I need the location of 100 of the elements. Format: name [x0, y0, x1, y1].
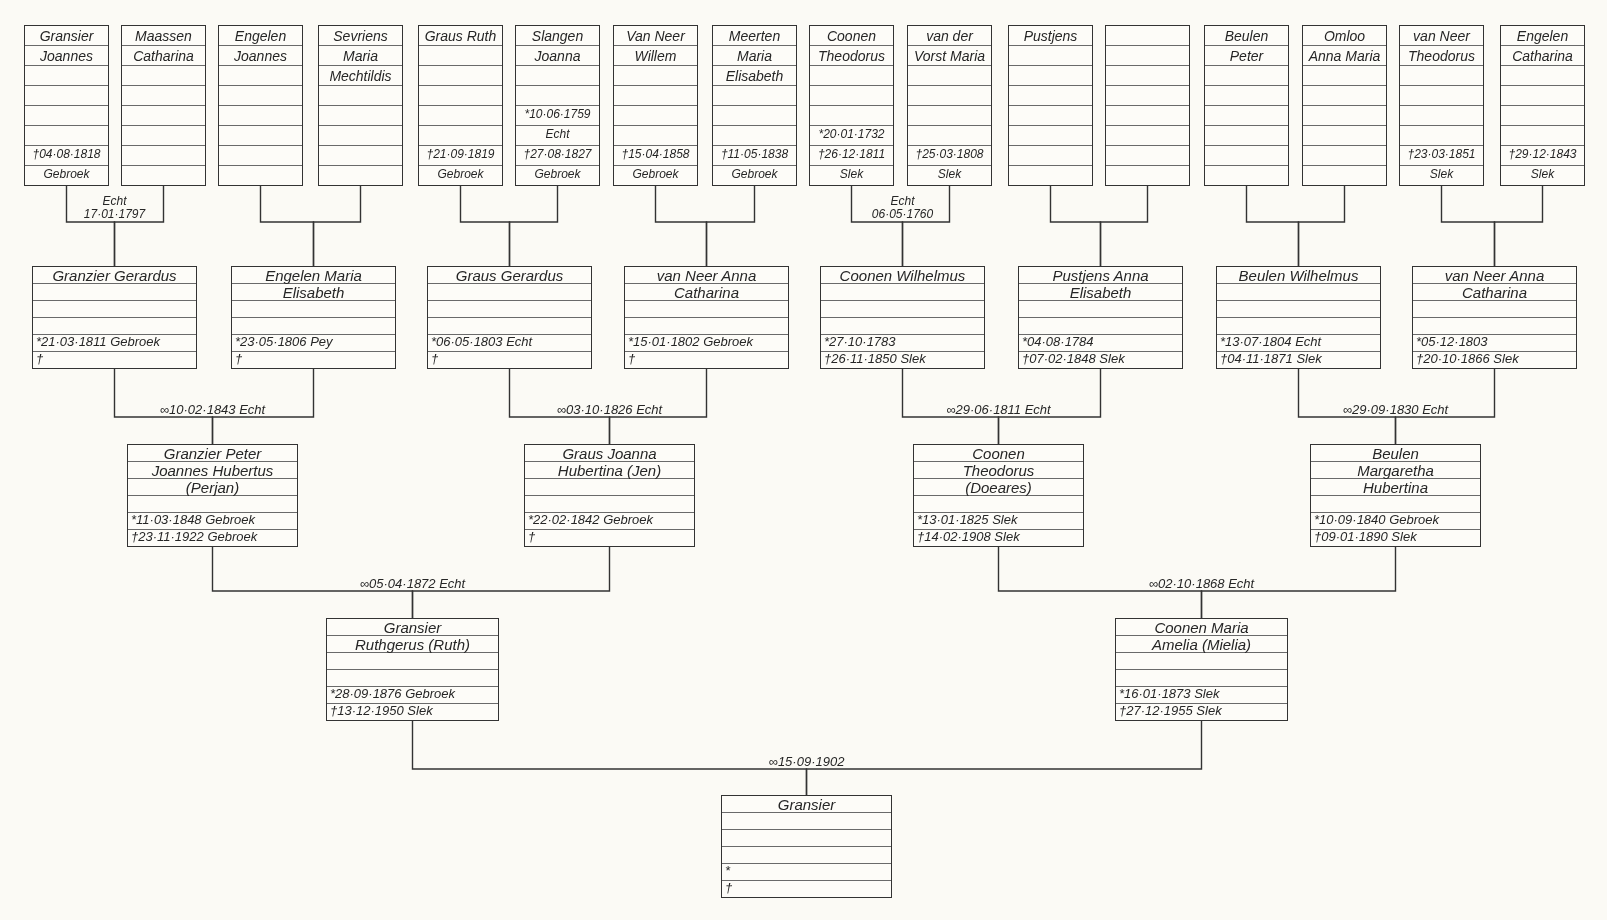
- person-name: Van Neer Willem: [625, 27, 687, 66]
- person-name: Graus Joanna Hubertina (Jen): [556, 445, 663, 479]
- person-name: van Neer Theodorus: [1407, 27, 1476, 66]
- person-name: Engelen Maria Elisabeth: [264, 267, 363, 301]
- record-entry: †: [35, 351, 45, 368]
- person-name: Omloo Anna Maria: [1308, 27, 1381, 66]
- person-record-card: [524, 444, 695, 547]
- person-record-card: [1310, 444, 1481, 547]
- record-entry: †11·05·1838: [719, 146, 790, 163]
- person-name: Pustjens Anna Elisabeth: [1051, 267, 1150, 301]
- record-entry: †26·11·1850 Slek: [823, 351, 927, 368]
- person-record-card: [1412, 266, 1577, 369]
- record-entry: *28·09·1876 Gebroek: [329, 686, 457, 703]
- person-name: Sevriens Maria Mechtildis: [328, 27, 393, 86]
- person-name: Coonen Maria Amelia (Mielia): [1150, 619, 1253, 653]
- person-name: Meerten Maria Elisabeth: [724, 27, 785, 86]
- marriage-label: ∞15·09·1902: [766, 755, 847, 768]
- person-name: Engelen Joannes: [233, 27, 288, 66]
- person-name: Beulen Wilhelmus: [1238, 267, 1359, 284]
- person-record-card: [418, 25, 503, 186]
- person-record-card: [231, 266, 396, 369]
- record-entry: *11·03·1848 Gebroek: [130, 512, 257, 529]
- record-entry: Gebroek: [533, 166, 582, 183]
- record-entry: *13·07·1804 Echt: [1219, 334, 1323, 351]
- record-entry: †04·11·1871 Slek: [1219, 351, 1323, 368]
- record-entry: †: [430, 351, 440, 368]
- person-record-card: [1204, 25, 1289, 186]
- record-entry: Gebroek: [631, 166, 680, 183]
- person-name: Coonen Theodorus: [817, 27, 886, 66]
- person-name: Beulen Margaretha Hubertina: [1356, 445, 1435, 496]
- record-entry: †: [527, 529, 537, 546]
- marriage-label: ∞29·06·1811 Echt: [944, 403, 1053, 416]
- record-entry: *15·01·1802 Gebroek: [627, 334, 755, 351]
- record-entry: *13·01·1825 Slek: [916, 512, 1019, 529]
- person-record-card: [913, 444, 1084, 547]
- person-name: Granzier Peter Joannes Hubertus (Perjan): [150, 445, 275, 496]
- connector-line: [805, 720, 1203, 796]
- person-record-card: [624, 266, 789, 369]
- empty-record-card: [1105, 25, 1190, 186]
- person-record-card: [1302, 25, 1387, 186]
- record-entry: Slek: [838, 166, 865, 183]
- person-name: van Neer Anna Catharina: [1443, 267, 1546, 301]
- connector-line: [1200, 546, 1397, 619]
- person-record-card: [427, 266, 592, 369]
- record-entry: †25·03·1808: [914, 146, 985, 163]
- person-name: Beulen Peter: [1223, 27, 1270, 66]
- person-record-card: [515, 25, 600, 186]
- record-entry: Slek: [1529, 166, 1556, 183]
- person-name: Graus Gerardus: [455, 267, 564, 284]
- record-entry: †20·10·1866 Slek: [1415, 351, 1520, 368]
- person-name: Maassen Catharina: [132, 27, 195, 66]
- record-entry: *: [724, 863, 732, 880]
- person-record-card: [613, 25, 698, 186]
- record-entry: Echt: [544, 126, 571, 143]
- connector-line: [508, 185, 559, 267]
- record-entry: *04·08·1784: [1021, 334, 1095, 351]
- record-entry: †27·12·1955 Slek: [1118, 703, 1223, 720]
- person-record-card: [24, 25, 109, 186]
- person-name: Gransier Joannes: [38, 27, 95, 66]
- connector-line: [1099, 185, 1149, 267]
- person-record-card: [809, 25, 894, 186]
- person-record-card: [121, 25, 206, 186]
- record-entry: †23·11·1922 Gebroek: [130, 529, 259, 546]
- person-name: Gransier: [777, 796, 836, 813]
- person-record-card: [1399, 25, 1484, 186]
- record-entry: †21·09·1819: [425, 146, 496, 163]
- record-entry: †15·04·1858: [620, 146, 691, 163]
- record-entry: *16·01·1873 Slek: [1118, 686, 1221, 703]
- connector-line: [411, 546, 611, 619]
- person-record-card: [326, 618, 499, 721]
- person-record-card: [820, 266, 985, 369]
- connector-line: [211, 368, 315, 445]
- record-entry: †26·12·1811: [816, 146, 887, 163]
- record-entry: †09·01·1890 Slek: [1313, 529, 1418, 546]
- connector-line: [1297, 185, 1346, 267]
- record-entry: †13·12·1950 Slek: [329, 703, 434, 720]
- record-entry: †: [627, 351, 637, 368]
- record-entry: Gebroek: [436, 166, 485, 183]
- person-name: Granzier Gerardus: [52, 267, 177, 284]
- marriage-label: ∞03·10·1826 Echt: [554, 403, 665, 416]
- record-entry: †: [234, 351, 244, 368]
- person-name: van der Vorst Maria: [913, 27, 986, 66]
- person-record-card: [218, 25, 303, 186]
- record-entry: *23·05·1806 Pey: [234, 334, 334, 351]
- person-record-card: [907, 25, 992, 186]
- marriage-label: ∞10·02·1843 Echt: [157, 403, 268, 416]
- record-entry: *21·03·1811 Gebroek: [35, 334, 162, 351]
- record-entry: †04·08·1818: [31, 146, 102, 163]
- connector-line: [608, 368, 708, 445]
- record-entry: *22·02·1842 Gebroek: [527, 512, 655, 529]
- person-record-card: [318, 25, 403, 186]
- person-record-card: [1018, 266, 1183, 369]
- record-entry: *20·01·1732: [817, 126, 886, 143]
- record-entry: *05·12·1803: [1415, 334, 1489, 351]
- record-entry: *10·09·1840 Gebroek: [1313, 512, 1441, 529]
- person-record-card: [32, 266, 197, 369]
- record-entry: Slek: [1428, 166, 1455, 183]
- person-name: Gransier Ruthgerus (Ruth): [353, 619, 472, 653]
- person-name: Slangen Joanna: [530, 27, 585, 66]
- record-entry: †29·12·1843: [1507, 146, 1578, 163]
